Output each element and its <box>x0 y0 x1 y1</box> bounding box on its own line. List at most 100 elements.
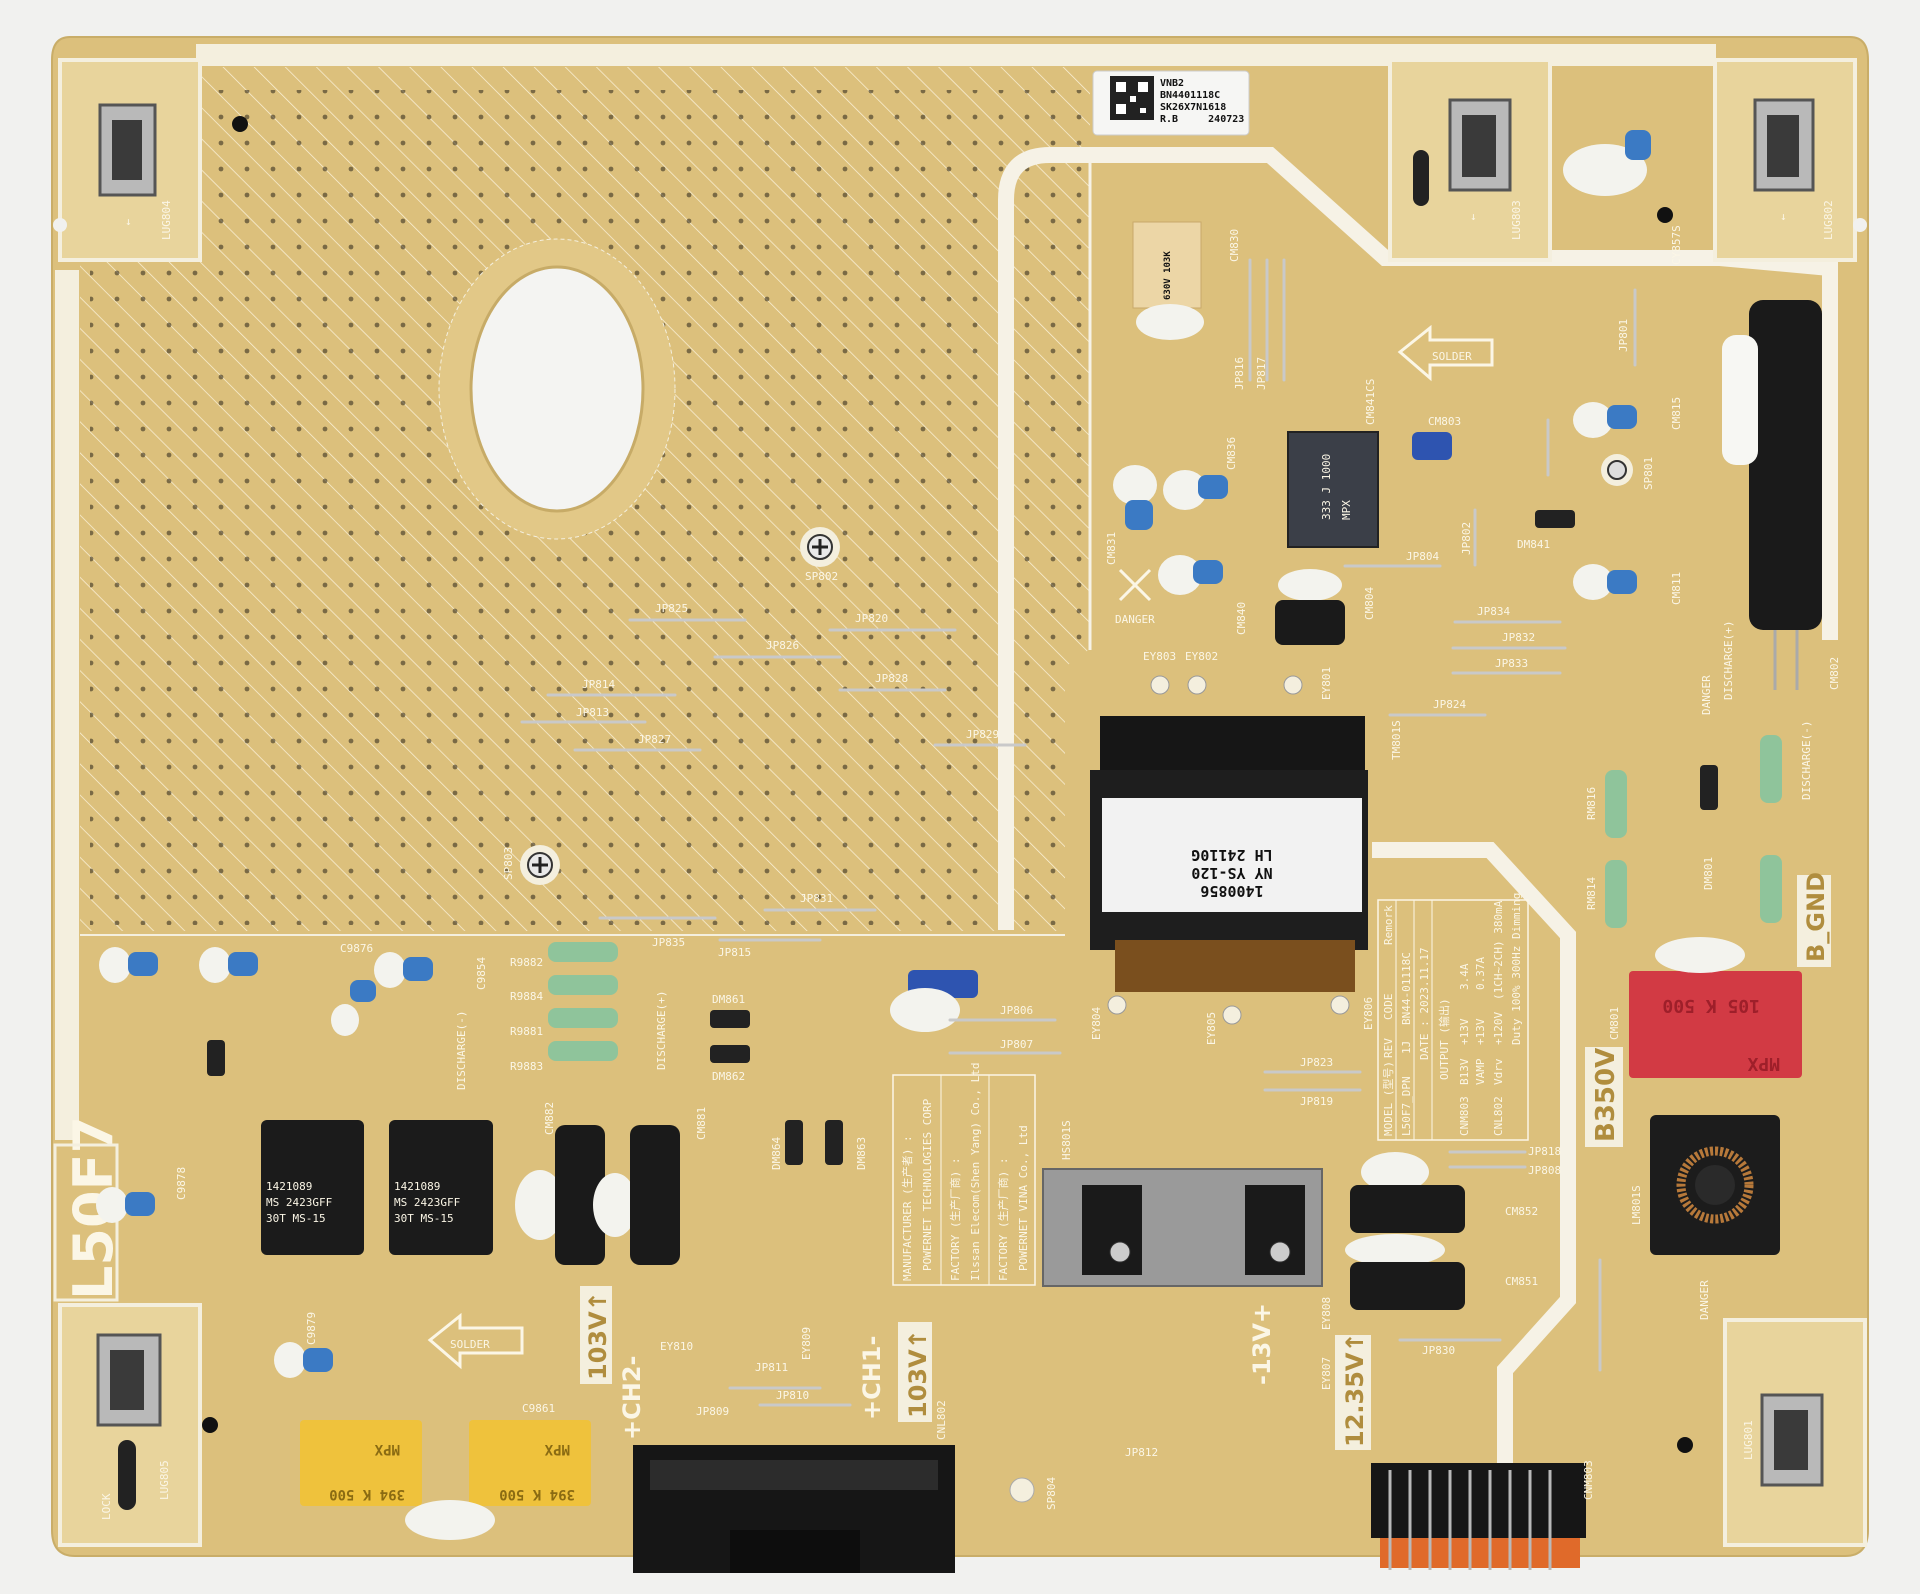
mounting-hole <box>1657 207 1673 223</box>
capacitor-cm882: CM882 <box>515 1102 605 1265</box>
label-cm803: CM803 <box>1428 415 1461 428</box>
code-value: BN44-01118C <box>1400 952 1413 1025</box>
label-c9854: C9854 <box>475 957 488 990</box>
sticker-line-3: SK26X7N1618 <box>1160 102 1226 113</box>
label-jp801: JP801 <box>1617 319 1630 352</box>
row-volt: +120V <box>1492 1012 1505 1045</box>
xfmr2-line-3: 30T MS-15 <box>394 1212 454 1225</box>
label-cm882: CM882 <box>543 1102 556 1135</box>
label-tm801: TM801S <box>1390 720 1403 760</box>
corner-notch <box>53 218 67 232</box>
red-cap-brand: MPX <box>1747 1053 1780 1074</box>
transformer-label-1: LH 24110G <box>1191 846 1272 864</box>
film-capacitor-cm830: 630V 103K CM830 <box>1132 221 1241 340</box>
xfmr1-line-2: MS 2423GFF <box>266 1196 332 1209</box>
label-jp835: JP835 <box>652 936 685 949</box>
ch1-label: +CH1- <box>858 1336 886 1420</box>
bulk-capacitor-cm802: CM802 <box>1722 300 1841 690</box>
discharge-minus-label-1: DISCHARGE(-) <box>1800 721 1813 800</box>
row-name: Vdrv <box>1492 1058 1505 1085</box>
label-cm836: CM836 <box>1225 437 1238 470</box>
screw-sp804: SP804 <box>1009 1477 1058 1510</box>
film-cap-value: 630V 103K <box>1163 251 1173 300</box>
label-dm801: DM801 <box>1702 857 1715 890</box>
arrow-down-icon: ↓ <box>1780 210 1787 223</box>
b350v-label: B350V <box>1591 1048 1621 1142</box>
label-jp829: JP829 <box>966 728 999 741</box>
screw-sp803: SP803 <box>502 845 560 885</box>
label-jp810: JP810 <box>776 1389 809 1402</box>
label-cy857: CY857S <box>1670 225 1683 265</box>
arrow-down-icon: ↓ <box>125 215 132 228</box>
corner-notch <box>1853 218 1867 232</box>
lug-lug805: LOCK LUG805 <box>58 1303 202 1547</box>
manufacturer-line-1: MANUFACTURER (生产者) : <box>900 1135 914 1281</box>
label-cm802: CM802 <box>1828 657 1841 690</box>
label-r9884: R9884 <box>510 990 543 1003</box>
label-jp814: JP814 <box>582 678 615 691</box>
label-ey807: EY807 <box>1320 1357 1333 1390</box>
danger-label-1: DANGER <box>1115 613 1155 626</box>
discharge-plus-label-2: DISCHARGE(+) <box>655 991 668 1070</box>
red-cap-value: 105 K 500 <box>1662 995 1760 1016</box>
103v-marking-b: 103V↑ <box>898 1322 932 1422</box>
screw-sp801: SP801 <box>1601 454 1655 490</box>
capacitor-cm852: CM852 <box>1350 1152 1538 1233</box>
transformer-label-2: NY YS-120 <box>1191 864 1272 882</box>
label-r9883: R9883 <box>510 1060 543 1073</box>
connector-cnl802[interactable]: CNL802 <box>633 1400 955 1573</box>
film-capacitor-yellow-1: MPX 394 K 500 <box>300 1420 422 1506</box>
label-jp813: JP813 <box>576 706 609 719</box>
label-c9861: C9861 <box>522 1402 555 1415</box>
label-jp832: JP832 <box>1502 631 1535 644</box>
label-cm811: CM811 <box>1670 572 1683 605</box>
label-jp812: JP812 <box>1125 1446 1158 1459</box>
resistor-array: R9882 R9884 R9881 R9883 <box>510 942 618 1073</box>
label-jp828: JP828 <box>875 672 908 685</box>
label-jp807: JP807 <box>1000 1038 1033 1051</box>
mounting-hole <box>232 116 248 132</box>
xfmr1-line-3: 30T MS-15 <box>266 1212 326 1225</box>
label-r9882: R9882 <box>510 956 543 969</box>
heatsink-hs801: HS801S <box>1042 1120 1323 1287</box>
film-capacitor-cm841: 333 J 1000 MPX CM841CS <box>1287 379 1379 548</box>
row-volt: +13V <box>1474 1018 1487 1045</box>
transformer-label-3: 1400856 <box>1200 882 1263 900</box>
label-cm852: CM852 <box>1505 1205 1538 1218</box>
date-value: DATE : 2023.11.17 <box>1418 947 1431 1060</box>
label-sp802: SP802 <box>805 570 838 583</box>
lug-lug803: ↓ LUG803 <box>1388 58 1552 262</box>
yellow-cap2-value: 394 K 500 <box>499 1486 575 1502</box>
label-jp802: JP802 <box>1460 522 1473 555</box>
label-ey802: EY802 <box>1185 650 1218 663</box>
model-silk-frame <box>53 1143 119 1302</box>
label-jp819: JP819 <box>1300 1095 1333 1108</box>
label-cnm803: CNM803 <box>1582 1460 1595 1500</box>
jumper-labels: JP825 JP820 JP826 JP828 JP814 JP813 JP82… <box>576 319 1630 1459</box>
silk-band-left <box>55 270 79 1140</box>
label-jp811: JP811 <box>755 1361 788 1374</box>
dimming-info: Duty 100% 300Hz Dimming <box>1510 893 1523 1045</box>
label-ey803: EY803 <box>1143 650 1176 663</box>
label-lug805: LUG805 <box>158 1460 171 1500</box>
label-dm841: DM841 <box>1517 538 1550 551</box>
resistors-right: RM816 RM814 <box>1585 735 1782 928</box>
label-sp803: SP803 <box>502 847 515 880</box>
capacitor-cm804: CM804 <box>1275 569 1376 645</box>
manufacturer-line-4: Ilssan Elecom(Shen Yang) Co., Ltd <box>969 1062 982 1281</box>
capacitor-cm851: CM851 <box>1345 1234 1538 1310</box>
sticker-line-2: BN4401118C <box>1160 90 1220 101</box>
label-jp820: JP820 <box>855 612 888 625</box>
label-ey801: EY801 <box>1320 667 1333 700</box>
label-jp826: JP826 <box>766 639 799 652</box>
103v-label-b: 103V↑ <box>904 1329 932 1418</box>
yellow-cap1-value: 394 K 500 <box>329 1486 405 1502</box>
label-lug804: LUG804 <box>160 200 173 240</box>
row-conn: CNM803 <box>1458 1096 1471 1136</box>
connector-cnm803[interactable]: CNM803 <box>1371 1460 1595 1570</box>
silk-band-top <box>196 44 1716 66</box>
label-jp833: JP833 <box>1495 657 1528 670</box>
b350v-marking: B350V <box>1585 1047 1623 1147</box>
capacitor-cm817 <box>890 970 978 1032</box>
label-lug801: LUG801 <box>1742 1420 1755 1460</box>
